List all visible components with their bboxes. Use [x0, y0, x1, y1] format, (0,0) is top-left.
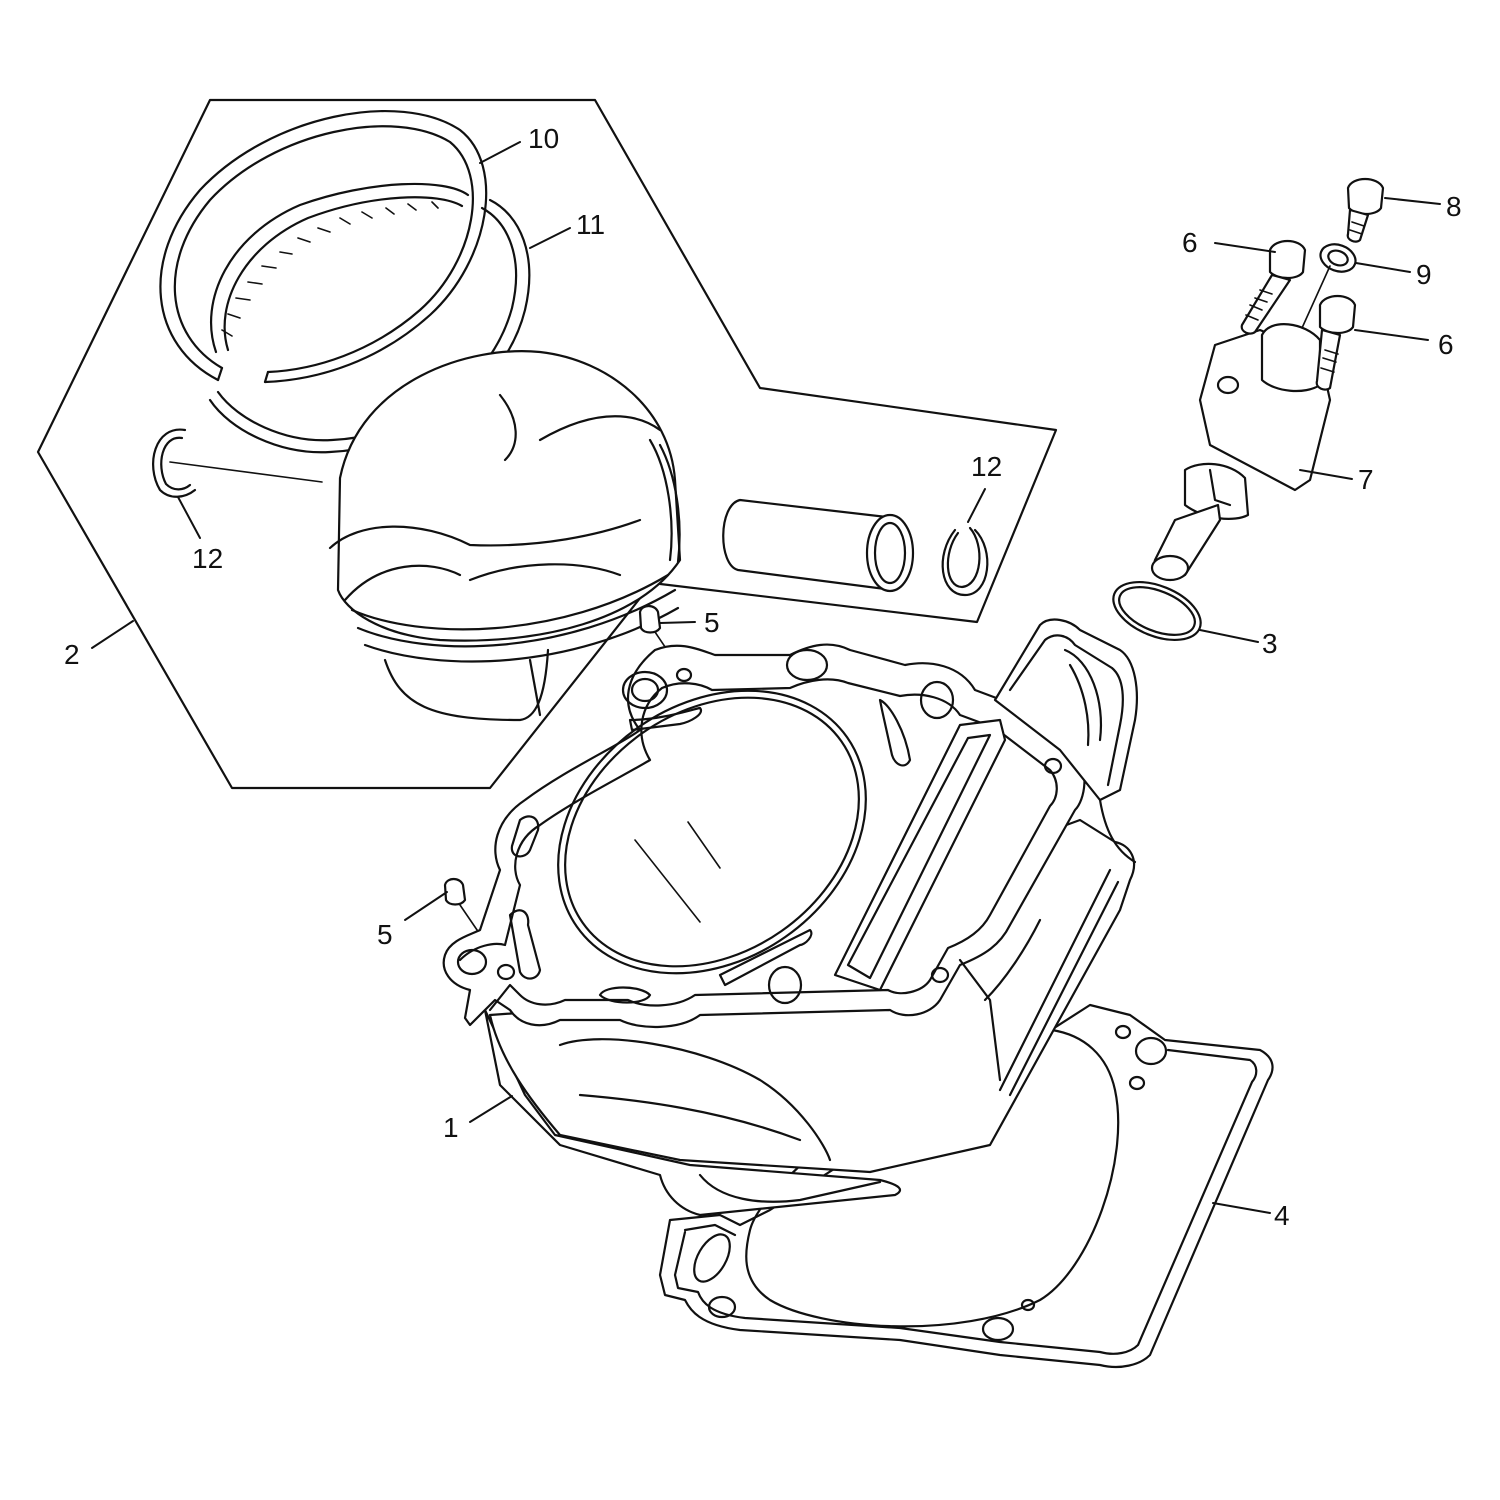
callout-6-left: 6: [1182, 227, 1198, 258]
pin-axis-line: [169, 461, 323, 483]
chain-tensioner: [1150, 323, 1332, 582]
callout-1: 1: [443, 1112, 459, 1143]
piston-ring-top: [159, 110, 488, 384]
callout-5-upper: 5: [704, 607, 720, 638]
sealing-washer: [1319, 243, 1357, 273]
callout-9: 9: [1416, 259, 1432, 290]
callout-7: 7: [1358, 464, 1374, 495]
bolt-tensioner-right: [1315, 294, 1357, 391]
callout-11: 11: [576, 209, 605, 240]
callout-6-right: 6: [1438, 329, 1454, 360]
washer-axis-line: [1301, 265, 1331, 329]
circlip-left: [152, 428, 197, 498]
tensioner-plug-bolt: [1346, 177, 1385, 243]
callout-12-left: 12: [192, 543, 223, 574]
callout-5-lower: 5: [377, 919, 393, 950]
circlip-right: [941, 526, 989, 597]
bolt-tensioner-left: [1240, 239, 1307, 335]
leader-lines: [91, 141, 1441, 1214]
callout-8: 8: [1446, 191, 1462, 222]
piston-pin: [722, 498, 915, 593]
tensioner-o-ring: [1112, 581, 1202, 641]
callout-2: 2: [64, 639, 80, 670]
piston: [328, 350, 682, 722]
callout-10: 10: [528, 123, 559, 154]
cylinder: [442, 618, 1138, 1217]
piston-kit-inset-frame: [36, 98, 1058, 790]
callout-3: 3: [1262, 628, 1278, 659]
callout-4: 4: [1274, 1200, 1290, 1231]
callout-12-right: 12: [971, 451, 1002, 482]
